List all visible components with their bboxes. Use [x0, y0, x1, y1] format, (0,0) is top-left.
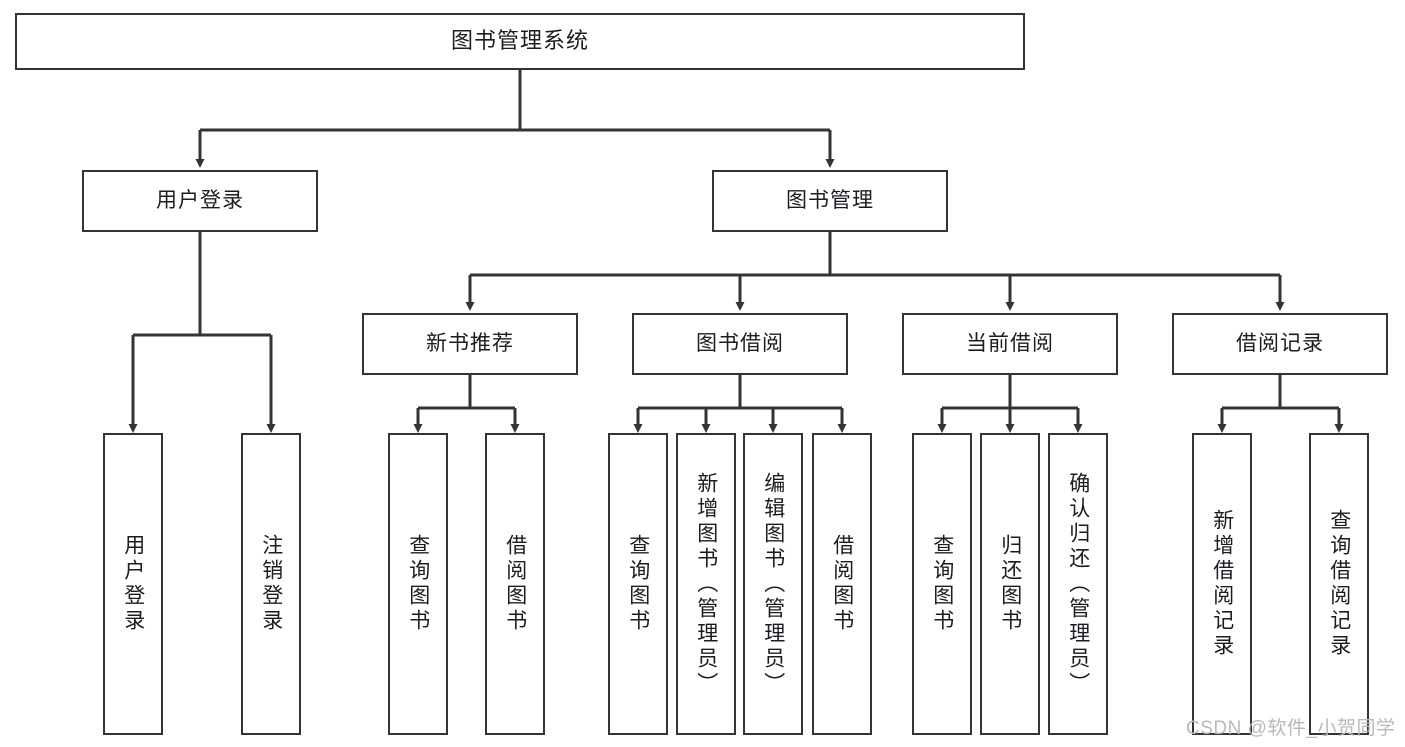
- node-leaf-borrow-book-2[interactable]: 借阅图书: [812, 433, 872, 735]
- node-leaf-query-record-label: 查询借阅记录: [1327, 509, 1351, 659]
- watermark: CSDN @软件_小贺同学: [1186, 718, 1396, 739]
- node-book-borrow[interactable]: 图书借阅: [632, 313, 848, 375]
- node-borrow-record-label: 借阅记录: [1236, 332, 1324, 356]
- node-leaf-logout[interactable]: 注销登录: [241, 433, 301, 735]
- node-leaf-query-book-2-label: 查询图书: [626, 534, 650, 634]
- node-leaf-add-book-label: 新增图书（管理员）: [694, 471, 718, 697]
- node-book-manage[interactable]: 图书管理: [712, 170, 948, 232]
- node-leaf-return-book[interactable]: 归还图书: [980, 433, 1040, 735]
- node-new-book-rec[interactable]: 新书推荐: [362, 313, 578, 375]
- node-current-borrow-label: 当前借阅: [966, 332, 1054, 356]
- node-leaf-return-book-label: 归还图书: [998, 534, 1022, 634]
- node-leaf-confirm-return[interactable]: 确认归还（管理员）: [1048, 433, 1108, 735]
- node-leaf-query-book-1-label: 查询图书: [406, 534, 430, 634]
- node-leaf-query-book-3-label: 查询图书: [930, 534, 954, 634]
- node-leaf-query-book-1[interactable]: 查询图书: [388, 433, 448, 735]
- node-leaf-query-record[interactable]: 查询借阅记录: [1309, 433, 1369, 735]
- node-user-login[interactable]: 用户登录: [82, 170, 318, 232]
- node-root-label: 图书管理系统: [450, 28, 589, 54]
- node-new-book-rec-label: 新书推荐: [426, 332, 514, 356]
- node-leaf-add-record-label: 新增借阅记录: [1210, 509, 1234, 659]
- node-leaf-logout-label: 注销登录: [259, 534, 283, 634]
- node-leaf-query-book-2[interactable]: 查询图书: [608, 433, 668, 735]
- node-leaf-user-login-label: 用户登录: [121, 534, 145, 634]
- node-current-borrow[interactable]: 当前借阅: [902, 313, 1118, 375]
- node-leaf-user-login[interactable]: 用户登录: [103, 433, 163, 735]
- node-leaf-edit-book[interactable]: 编辑图书（管理员）: [743, 433, 803, 735]
- node-leaf-borrow-book-1-label: 借阅图书: [503, 534, 527, 634]
- node-leaf-query-book-3[interactable]: 查询图书: [912, 433, 972, 735]
- node-leaf-borrow-book-2-label: 借阅图书: [830, 534, 854, 634]
- node-book-borrow-label: 图书借阅: [696, 332, 784, 356]
- node-leaf-borrow-book-1[interactable]: 借阅图书: [485, 433, 545, 735]
- node-root[interactable]: 图书管理系统: [15, 13, 1025, 70]
- node-leaf-confirm-return-label: 确认归还（管理员）: [1066, 471, 1090, 697]
- node-user-login-label: 用户登录: [156, 189, 244, 213]
- node-leaf-edit-book-label: 编辑图书（管理员）: [761, 471, 785, 697]
- node-book-manage-label: 图书管理: [786, 189, 874, 213]
- node-leaf-add-book[interactable]: 新增图书（管理员）: [676, 433, 736, 735]
- node-borrow-record[interactable]: 借阅记录: [1172, 313, 1388, 375]
- node-leaf-add-record[interactable]: 新增借阅记录: [1192, 433, 1252, 735]
